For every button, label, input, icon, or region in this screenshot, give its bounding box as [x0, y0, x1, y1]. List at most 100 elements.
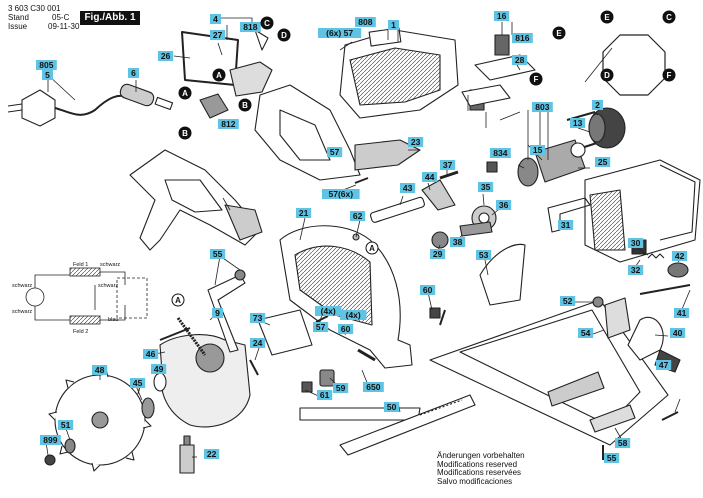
callout-label: 26: [161, 51, 171, 61]
callout-box: [496, 200, 512, 210]
part-number-callout: 1: [388, 20, 399, 30]
flange-drawing: [44, 372, 167, 466]
callout-box: [440, 160, 456, 170]
part-number-callout: 49: [151, 364, 167, 374]
part-number-callout: 50: [384, 402, 400, 412]
callout-box: [530, 145, 546, 155]
wiring-label-blau: blau: [108, 317, 118, 323]
callout-label: 53: [479, 250, 489, 260]
part-number-callout: 803: [532, 102, 553, 112]
callout-label: 29: [433, 249, 443, 259]
callout-label: 47: [659, 360, 669, 370]
callout-box: [512, 33, 533, 43]
connection-diagram-circle: [602, 34, 666, 96]
callout-label: 44: [425, 172, 435, 182]
part-number-callout: 57(6x): [322, 189, 360, 199]
callout-label: 9: [215, 308, 220, 318]
letter-marker-a: A: [365, 241, 379, 255]
callout-box: [313, 322, 329, 332]
callout-box: [388, 20, 399, 30]
part-number-callout: 15: [530, 145, 546, 155]
callout-box: [628, 265, 644, 275]
callout-label: 5: [45, 70, 50, 80]
callout-box: [384, 402, 400, 412]
part-number-callout: 4: [210, 14, 221, 24]
callout-box: [578, 328, 594, 338]
callout-box: [422, 172, 438, 182]
wiring-labels: Feld 1 Feld 2 schwarz schwarz schwarz sc…: [12, 262, 120, 335]
wiring-label-schwarz: schwarz: [98, 283, 118, 289]
letter-marker-c: C: [260, 16, 274, 30]
callout-label: 35: [481, 182, 491, 192]
callout-label: (6x) 57: [326, 28, 353, 38]
callout-label: 40: [673, 328, 683, 338]
callout-box: [317, 390, 333, 400]
part-number-callout: 52: [560, 296, 576, 306]
callout-label: 899: [43, 435, 57, 445]
part-number-callout: 5: [42, 70, 53, 80]
callout-box: [143, 349, 159, 359]
letter-marker-f: F: [662, 68, 676, 82]
part-number-callout: 57: [313, 322, 329, 332]
callout-box: [240, 22, 261, 32]
part-number-callout: 31: [558, 220, 574, 230]
svg-text:A: A: [216, 71, 222, 80]
callout-box: [494, 11, 510, 21]
callout-label: 37: [443, 160, 453, 170]
letter-marker-e: E: [552, 26, 566, 40]
svg-text:C: C: [264, 19, 270, 28]
spindle-drawing: [370, 170, 497, 249]
callout-label: 28: [515, 55, 525, 65]
part-number-callout: 805: [36, 60, 57, 70]
blade-guard-lower-drawing: [159, 327, 251, 428]
callout-label: 50: [387, 402, 397, 412]
callout-label: (4x): [321, 306, 336, 316]
blade-guard-upper-drawing: [279, 225, 413, 369]
motor-housing-right-drawing: [584, 159, 701, 263]
callout-box: [92, 365, 108, 375]
callout-box: [340, 310, 367, 320]
svg-text:E: E: [556, 29, 562, 38]
svg-text:F: F: [534, 75, 539, 84]
callout-label: 60: [423, 285, 433, 295]
callout-label: 2: [595, 100, 600, 110]
note-line: Salvo modificaciones: [437, 476, 513, 486]
part-code: 3 603 C30 001: [8, 4, 61, 13]
part-number-callout: 808: [355, 17, 376, 27]
part-number-callout: 60: [338, 324, 354, 334]
callout-box: [355, 17, 376, 27]
part-number-callout: 30: [628, 238, 644, 248]
part-number-callout: 42: [672, 251, 688, 261]
parallel-guide-drawing: [299, 394, 476, 456]
note-line: Änderungen vorbehalten: [437, 451, 525, 460]
callout-label: 808: [358, 17, 372, 27]
note-line: Modifications reserved: [437, 459, 518, 469]
callout-label: 55: [213, 249, 223, 259]
callout-box: [128, 68, 139, 78]
callout-label: 54: [581, 328, 591, 338]
callout-box: [250, 313, 266, 323]
letter-marker-f: F: [529, 72, 543, 86]
callout-box: [158, 51, 174, 61]
callout-box: [210, 30, 226, 40]
letter-marker-b: B: [178, 126, 192, 140]
part-number-callout: 59: [333, 383, 349, 393]
callout-box: [210, 14, 221, 24]
part-number-callout: (4x): [340, 310, 367, 320]
callout-label: 57(6x): [329, 189, 354, 199]
part-number-callout: 818: [240, 22, 261, 32]
part-number-callout: 816: [512, 33, 533, 43]
stand-logo: 05-C: [52, 13, 70, 22]
callout-box: [36, 60, 57, 70]
part-number-callout: 812: [218, 119, 239, 129]
wiring-label-schwarz: schwarz: [12, 283, 32, 289]
part-number-callout: 35: [478, 182, 494, 192]
wiring-label-feld1: Feld 1: [73, 262, 88, 268]
callout-label: 22: [207, 449, 217, 459]
riving-knife-drawing: [479, 243, 526, 306]
part-number-callout: 55: [210, 249, 226, 259]
callout-box: [450, 237, 466, 247]
callout-box: [318, 28, 362, 38]
callout-box: [151, 364, 167, 374]
part-number-callout: (6x) 57: [318, 28, 362, 38]
